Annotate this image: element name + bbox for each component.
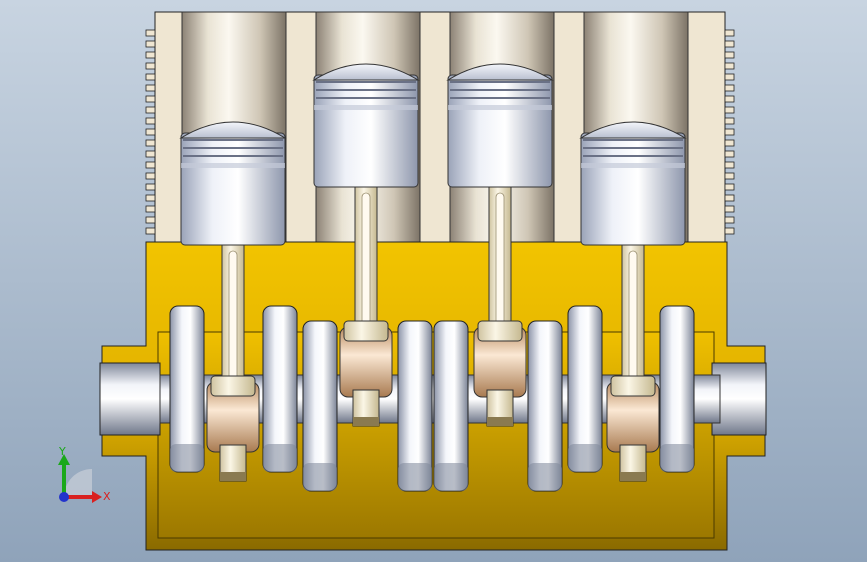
fin [145, 205, 156, 213]
crank-web-shadow [660, 444, 694, 472]
rod-channel [495, 192, 505, 334]
rod-channel [361, 192, 371, 334]
fin [724, 139, 735, 147]
rod-channel [228, 250, 238, 389]
triad-plane [64, 469, 92, 497]
fin [145, 117, 156, 125]
cylinder-assembly-4 [579, 121, 687, 482]
fin [145, 194, 156, 202]
piston-crown-4 [579, 121, 687, 139]
fin [145, 227, 156, 235]
rod-big-end-3 [477, 320, 523, 342]
crank-web-shadow [398, 463, 432, 491]
fin [145, 183, 156, 191]
fin [724, 172, 735, 180]
piston-crown-3 [446, 63, 554, 81]
piston-assemblies[interactable] [179, 63, 687, 482]
fin [724, 216, 735, 224]
fin [724, 183, 735, 191]
fin [145, 150, 156, 158]
piston-ring-land [181, 163, 285, 168]
rod-big-end-1 [210, 375, 256, 397]
fin [145, 172, 156, 180]
fin [145, 29, 156, 37]
cylinder-assembly-1 [179, 121, 287, 482]
crankshaft-front-end [99, 362, 161, 436]
coordinate-triad: Y X [58, 445, 111, 503]
cooling-fins-right [724, 29, 735, 235]
triad-y-arrow-icon [58, 454, 70, 465]
rod-channel [628, 250, 638, 389]
piston-ring-land [314, 105, 418, 110]
fin [724, 117, 735, 125]
cylinder-assembly-2 [312, 63, 420, 427]
triad-x-arrow-icon [92, 491, 102, 503]
crank-web-shadow [434, 463, 468, 491]
fin [724, 227, 735, 235]
fin [724, 51, 735, 59]
fin [145, 128, 156, 136]
rod-cap-shadow [220, 472, 246, 481]
piston-crown-1 [179, 121, 287, 139]
triad-z-axis [59, 492, 69, 502]
piston-crown-2 [312, 63, 420, 81]
fin [724, 62, 735, 70]
fin [145, 84, 156, 92]
fin [724, 205, 735, 213]
fin [724, 29, 735, 37]
triad-y-label: Y [58, 445, 66, 458]
fin [145, 95, 156, 103]
fin [724, 194, 735, 202]
fin [145, 161, 156, 169]
fin [724, 84, 735, 92]
rod-big-end-2 [343, 320, 389, 342]
fin [145, 139, 156, 147]
fin [724, 106, 735, 114]
fin [724, 95, 735, 103]
piston-2 [313, 74, 419, 188]
piston-1 [180, 132, 286, 246]
fin [145, 62, 156, 70]
fin [724, 128, 735, 136]
fin [145, 216, 156, 224]
triad-x-label: X [103, 490, 111, 503]
piston-4 [580, 132, 686, 246]
piston-ring-land [448, 105, 552, 110]
fin [145, 106, 156, 114]
fin [724, 73, 735, 81]
rod-cap-shadow [620, 472, 646, 481]
piston-ring-land [581, 163, 685, 168]
crank-web-shadow [568, 444, 602, 472]
crankshaft-rear-end [711, 362, 767, 436]
crank-web-shadow [528, 463, 562, 491]
rod-cap-shadow [353, 417, 379, 426]
fin [145, 51, 156, 59]
fin [724, 40, 735, 48]
fin [145, 73, 156, 81]
fin [724, 161, 735, 169]
rod-big-end-4 [610, 375, 656, 397]
piston-3 [447, 74, 553, 188]
rod-cap-shadow [487, 417, 513, 426]
crank-web-shadow [303, 463, 337, 491]
cooling-fins-left [145, 29, 156, 235]
crank-web-shadow [170, 444, 204, 472]
crank-web-shadow [263, 444, 297, 472]
fin [145, 40, 156, 48]
cylinder-assembly-3 [446, 63, 554, 427]
fin [724, 150, 735, 158]
